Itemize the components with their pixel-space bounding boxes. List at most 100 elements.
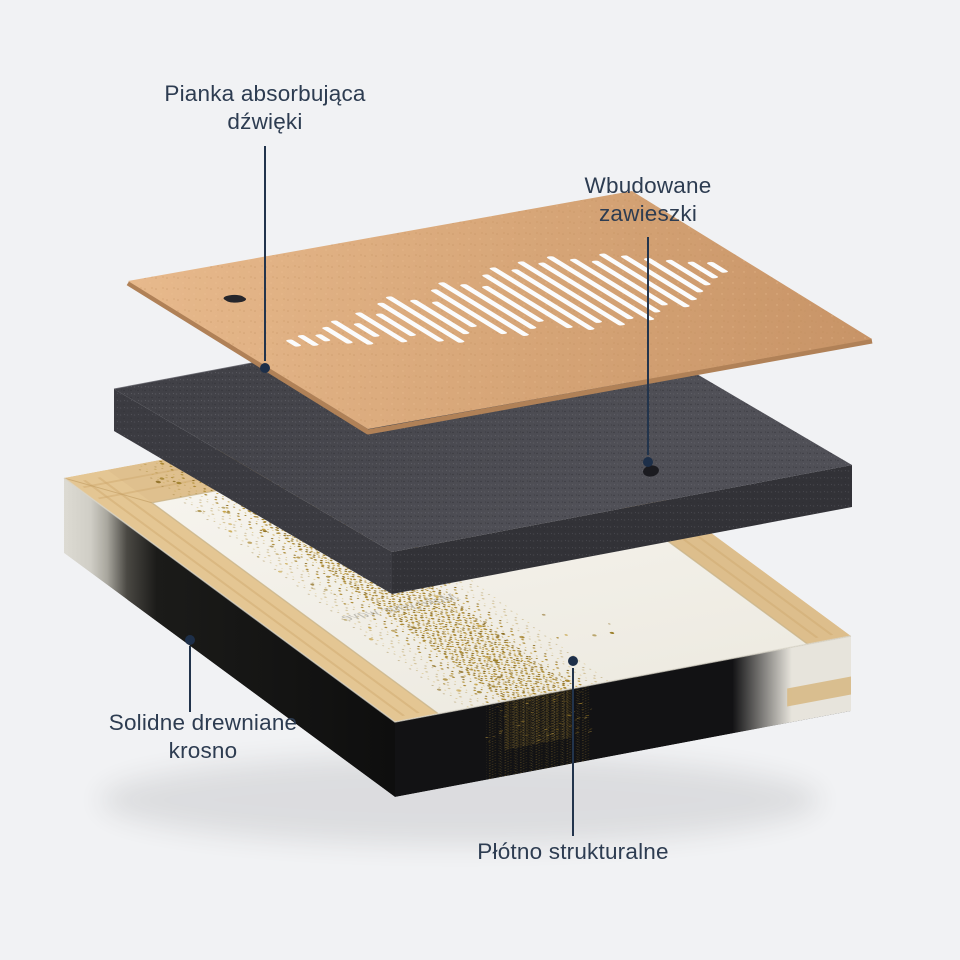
glitter-dot bbox=[589, 708, 593, 710]
glitter-dot bbox=[222, 510, 227, 513]
glitter-dot bbox=[575, 727, 580, 729]
glitter-dot bbox=[552, 698, 557, 700]
glitter-dot bbox=[564, 634, 568, 636]
glitter-dot bbox=[541, 613, 546, 616]
label-canvas-line1: Płótno strukturalne bbox=[477, 839, 668, 864]
glitter-dot bbox=[155, 480, 161, 484]
dot-foam bbox=[260, 363, 270, 373]
wood-grain bbox=[82, 398, 834, 717]
glitter-dot bbox=[368, 638, 374, 641]
glitter-dot bbox=[560, 676, 564, 678]
glitter-dot bbox=[556, 695, 560, 696]
glitter-dot bbox=[578, 702, 583, 705]
label-foam-line2: dźwięki bbox=[227, 109, 302, 134]
glitter-dot bbox=[469, 668, 474, 671]
label-frame-line1: Solidne drewniane bbox=[109, 710, 298, 735]
glitter-dot bbox=[176, 481, 182, 485]
glitter-dot bbox=[434, 595, 440, 598]
label-frame-line2: krosno bbox=[169, 738, 238, 763]
glitter-dot bbox=[228, 523, 233, 526]
glitter-dot bbox=[589, 728, 593, 730]
glitter-dot bbox=[296, 556, 301, 559]
glitter-dot bbox=[496, 676, 502, 679]
hanger-slot bbox=[223, 294, 247, 303]
glitter-dot bbox=[446, 667, 450, 669]
canvas-fold-edge bbox=[63, 477, 852, 723]
foam-side-right-texture bbox=[392, 465, 852, 594]
glitter-dot bbox=[587, 731, 593, 733]
soundwave-slot bbox=[286, 339, 302, 347]
glitter-dot bbox=[492, 659, 499, 662]
foam-side-left-texture bbox=[114, 389, 392, 594]
glitter-dot bbox=[228, 530, 233, 533]
glitter-dot bbox=[406, 604, 410, 606]
glitter-dot bbox=[160, 462, 165, 465]
soundwave-slot bbox=[353, 323, 380, 337]
soundwave-slot bbox=[375, 313, 416, 337]
soundwave-slot bbox=[385, 296, 465, 343]
soundwave-slot bbox=[546, 256, 655, 321]
glitter-dot bbox=[442, 678, 448, 681]
glitter-dot bbox=[585, 715, 590, 717]
glitter-dot bbox=[519, 635, 525, 639]
soundwave-slot bbox=[438, 282, 529, 336]
hanger-mark bbox=[643, 465, 659, 477]
glitter-dot bbox=[555, 729, 560, 731]
glitter-dot bbox=[306, 570, 309, 572]
glitter-dot bbox=[494, 661, 498, 664]
wood-sliver bbox=[787, 676, 852, 707]
glitter-dot bbox=[563, 696, 565, 698]
glitter-dot bbox=[310, 583, 315, 586]
glitter-dot bbox=[556, 637, 559, 639]
dot-frame bbox=[185, 635, 195, 645]
glitter-dot bbox=[512, 722, 515, 724]
glitter-dot bbox=[565, 714, 570, 716]
glitter-dot bbox=[568, 725, 573, 727]
glitter-dot bbox=[530, 712, 534, 713]
glitter-dot bbox=[527, 700, 532, 702]
dot-canvas bbox=[568, 656, 578, 666]
soundwave-slot bbox=[322, 326, 353, 344]
glitter-dot bbox=[492, 736, 496, 737]
dot-hangers bbox=[643, 457, 653, 467]
soundwave-slot bbox=[460, 284, 537, 329]
soundwave-slot bbox=[489, 267, 595, 330]
glitter-dot bbox=[498, 732, 503, 734]
glitter-dot bbox=[524, 734, 529, 736]
glitter-dot bbox=[483, 621, 487, 623]
canvas-wrap-edge bbox=[732, 635, 852, 734]
glitter-dot bbox=[519, 723, 522, 725]
glitter-dot bbox=[202, 511, 206, 513]
glitter-dot bbox=[538, 720, 541, 721]
glitter-dot bbox=[170, 476, 174, 479]
ground-shadow bbox=[100, 755, 820, 845]
glitter-dot bbox=[513, 706, 518, 708]
soundwave-slot bbox=[315, 334, 331, 342]
glitter-dot bbox=[484, 656, 491, 659]
soundwave-slot bbox=[665, 259, 711, 286]
glitter-dot bbox=[538, 735, 542, 736]
glitter-dot bbox=[576, 717, 581, 719]
glitter-dot bbox=[549, 733, 555, 735]
label-frame: Solidne drewniane krosno bbox=[109, 635, 298, 763]
glitter-dot bbox=[256, 556, 260, 558]
glitter-spill-scatter bbox=[485, 686, 593, 743]
glitter-dot bbox=[608, 623, 611, 625]
glitter-dot bbox=[485, 737, 489, 738]
glitter-dot bbox=[536, 678, 540, 681]
glitter-dot bbox=[583, 717, 588, 719]
wood-miter-joint bbox=[64, 477, 153, 504]
glitter-dot bbox=[458, 670, 464, 673]
glitter-dot bbox=[525, 702, 530, 704]
soundwave-slot bbox=[330, 320, 374, 345]
glitter-dot bbox=[520, 721, 525, 723]
glitter-dot bbox=[609, 631, 615, 635]
glitter-dot bbox=[498, 730, 504, 732]
glitter-dot bbox=[460, 676, 465, 679]
glitter-dot bbox=[275, 553, 279, 555]
glitter-dot bbox=[516, 725, 521, 727]
soundwave-slot bbox=[599, 253, 690, 308]
glitter-dot bbox=[357, 588, 360, 590]
glitter-dot bbox=[310, 587, 314, 589]
soundwave-slot bbox=[482, 274, 573, 329]
